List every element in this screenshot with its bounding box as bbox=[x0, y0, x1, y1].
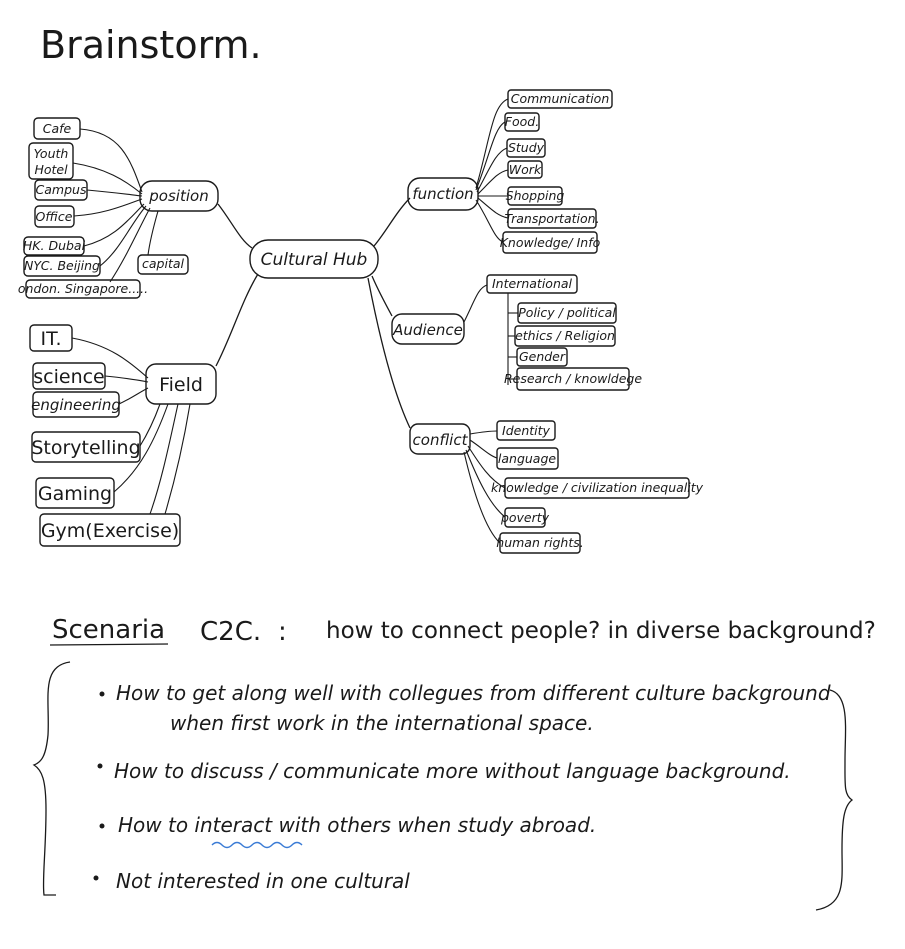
audience-branch: Audience International Policy / politica… bbox=[391, 274, 642, 391]
audience-item-ethics-religion: ethics / Religion bbox=[515, 328, 615, 343]
function-item-knowledge-info: Knowledge/ Info bbox=[500, 235, 601, 250]
function-item-shopping: Shopping bbox=[506, 188, 565, 203]
bullet-dot-3 bbox=[99, 823, 105, 829]
position-item-london-singapore: ondon. Singapore..... bbox=[18, 281, 148, 296]
field-label: Field bbox=[159, 374, 203, 396]
function-item-work: Work bbox=[509, 162, 542, 177]
audience-label: Audience bbox=[392, 321, 463, 339]
position-item-office: Office bbox=[36, 209, 73, 224]
field-item-gaming: Gaming bbox=[38, 483, 112, 505]
position-item-hotel: Hotel bbox=[34, 162, 68, 177]
audience-item-policy-political: Policy / political bbox=[518, 305, 616, 320]
conflict-item-poverty: poverty bbox=[500, 510, 550, 525]
field-item-gym-exercise: Gym(Exercise) bbox=[41, 520, 179, 542]
scenario-heading: Scenaria bbox=[52, 615, 165, 645]
audience-item-research-knowledge: Research / knowldege bbox=[504, 371, 642, 386]
position-item-hk-dubai: HK. Dubai bbox=[23, 238, 86, 253]
hub-links bbox=[215, 197, 411, 429]
function-item-communication: Communication bbox=[511, 91, 610, 106]
conflict-item-knowledge-inequality: knowledge / civilization inequality bbox=[491, 480, 704, 495]
bullet-dot-4 bbox=[93, 875, 99, 881]
scenario-bullet-1: How to get along well with collegues fro… bbox=[116, 681, 831, 705]
function-item-study: Study bbox=[508, 140, 545, 155]
field-item-storytelling: Storytelling bbox=[31, 437, 140, 459]
conflict-branch: conflict Identity language knowledge / c… bbox=[409, 420, 704, 554]
conflict-item-identity: Identity bbox=[502, 423, 551, 438]
hub-label: Cultural Hub bbox=[261, 250, 368, 270]
conflict-item-language: language bbox=[498, 451, 557, 466]
field-branch: Field IT. science engineering Storytelli… bbox=[29, 324, 217, 547]
position-label: position bbox=[148, 187, 208, 205]
page-title: Brainstorm. bbox=[40, 23, 262, 67]
field-item-engineering: engineering bbox=[31, 396, 121, 414]
scenario-bullet-2: How to discuss / communicate more withou… bbox=[114, 759, 791, 783]
function-branch: function Communication Food. Study Work … bbox=[407, 89, 613, 254]
scenario-section: Scenaria C2C. : how to connect people? i… bbox=[32, 615, 876, 911]
conflict-item-human-rights: human rights. bbox=[496, 535, 583, 550]
function-label: function bbox=[412, 185, 473, 203]
function-item-food: Food. bbox=[505, 114, 539, 129]
scenario-bullet-3: How to interact with others when study a… bbox=[118, 813, 596, 837]
field-item-science: science bbox=[33, 366, 105, 388]
field-item-it: IT. bbox=[41, 328, 62, 350]
position-item-nyc-beijing: NYC. Beijing bbox=[24, 258, 100, 273]
audience-item-gender: Gender bbox=[519, 349, 566, 364]
bullet-dot-2 bbox=[97, 763, 103, 769]
conflict-label: conflict bbox=[413, 431, 469, 449]
position-item-cafe: Cafe bbox=[43, 121, 72, 136]
scenario-colon: : bbox=[278, 617, 287, 647]
position-item-campus: Campus bbox=[36, 182, 87, 197]
position-item-youth: Youth bbox=[34, 146, 69, 161]
spellcheck-squiggle bbox=[211, 841, 303, 849]
scenario-question: how to connect people? in diverse backgr… bbox=[326, 618, 876, 644]
position-item-capital: capital bbox=[142, 256, 185, 271]
scenario-bullet-1-cont: when first work in the international spa… bbox=[170, 711, 594, 735]
hub-node: Cultural Hub bbox=[249, 239, 379, 279]
bullet-dot-1 bbox=[99, 691, 105, 697]
audience-item-international: International bbox=[492, 276, 573, 291]
scenario-bullet-4: Not interested in one cultural bbox=[116, 869, 410, 893]
function-item-transportation: Transportation. bbox=[504, 211, 599, 226]
scenario-c2c: C2C. bbox=[200, 617, 261, 647]
position-branch: position Cafe Youth Hotel Campus Office … bbox=[18, 117, 219, 299]
